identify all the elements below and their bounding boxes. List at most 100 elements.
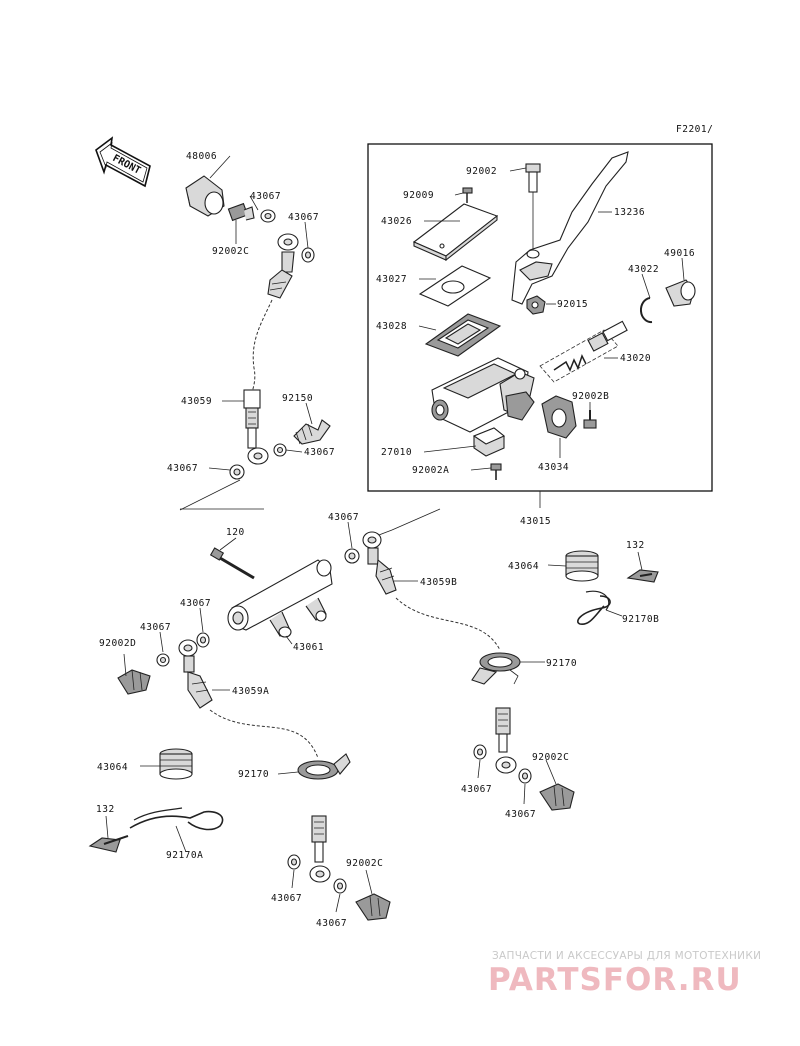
label-92002A: 92002A — [412, 465, 449, 476]
label-49016: 49016 — [664, 248, 695, 259]
part-49016-dust-boot — [665, 279, 696, 307]
part-92170B-clamp — [577, 590, 611, 625]
part-43067-washer-mid-b — [229, 464, 245, 480]
label-92170-a: 92170 — [546, 658, 577, 669]
part-43067-washer-left-b — [333, 878, 347, 894]
label-43067-g: 43067 — [140, 622, 171, 633]
part-48006-cover — [185, 175, 225, 217]
part-92002-bolt — [525, 163, 541, 250]
leaders-right — [477, 551, 643, 805]
part-43067-washer-center-a — [344, 548, 360, 564]
hose-43059-line — [251, 299, 273, 393]
part-left-hose-lower-fitting — [309, 815, 331, 883]
label-27010: 27010 — [381, 447, 412, 458]
part-43027-diaphragm-plate — [418, 265, 492, 307]
label-43059: 43059 — [181, 396, 212, 407]
hose-43059A-line — [209, 709, 319, 759]
label-132-a: 132 — [626, 540, 645, 551]
part-92009-screw — [462, 187, 473, 203]
label-92150: 92150 — [282, 393, 313, 404]
part-92002B-bolt — [583, 410, 597, 429]
label-43028: 43028 — [376, 321, 407, 332]
leaders-master-cylinder — [418, 167, 685, 508]
label-43067-k: 43067 — [316, 918, 347, 929]
label-43059A: 43059A — [232, 686, 269, 697]
hose-43059B-line — [395, 597, 501, 651]
part-92150-bolt — [293, 419, 331, 445]
label-92170-b: 92170 — [238, 769, 269, 780]
label-43067-h: 43067 — [461, 784, 492, 795]
label-43064-a: 43064 — [508, 561, 539, 572]
part-43059A-hose-fitting — [178, 639, 213, 709]
part-43067-washer-left-a — [287, 854, 301, 870]
label-43059B: 43059B — [420, 577, 457, 588]
part-92015-nut — [526, 295, 546, 315]
watermark-tagline: ЗАПЧАСТИ И АКСЕССУАРЫ ДЛЯ МОТОТЕХНИКИ — [492, 950, 762, 962]
part-43067-washer-center-b — [196, 632, 210, 648]
part-92170A-clamp — [129, 807, 224, 831]
label-132-b: 132 — [96, 804, 115, 815]
part-132-bolt-right — [626, 569, 659, 583]
label-43034: 43034 — [538, 462, 569, 473]
leaders-top-left — [179, 155, 313, 511]
part-120-bolt — [209, 547, 255, 580]
part-92002C-banjo-bolt-top — [227, 202, 255, 222]
label-43067-c: 43067 — [304, 447, 335, 458]
part-43020-piston-kit — [539, 320, 628, 383]
part-43067-washer-mid-a — [273, 443, 287, 457]
label-92015: 92015 — [557, 299, 588, 310]
label-92002B: 92002B — [572, 391, 609, 402]
label-43026: 43026 — [381, 216, 412, 227]
label-43020: 43020 — [620, 353, 651, 364]
part-92002A-screw — [490, 463, 502, 480]
part-43064-grommet-right — [565, 550, 599, 582]
part-92002C-banjo-bolt-left — [355, 893, 391, 921]
part-43067-washer-right-a — [473, 744, 487, 760]
part-43034-clamp — [541, 395, 577, 439]
label-43015: 43015 — [520, 516, 551, 527]
label-43067-b: 43067 — [288, 212, 319, 223]
label-48006: 48006 — [186, 151, 217, 162]
part-43059-hose-lower-fitting — [243, 389, 269, 465]
label-92009: 92009 — [403, 190, 434, 201]
part-13236-brake-lever — [511, 151, 629, 305]
label-43064-b: 43064 — [97, 762, 128, 773]
part-43059B-hose-fitting — [362, 531, 397, 595]
part-43026-reservoir-cap — [412, 203, 499, 262]
label-92002C-b: 92002C — [532, 752, 569, 763]
watermark-logo: PARTSFOR.RU — [488, 962, 742, 998]
part-right-hose-lower-fitting — [495, 707, 517, 774]
label-92002C-c: 92002C — [346, 858, 383, 869]
part-43067-washer-right-b — [518, 768, 532, 784]
leaders-left-lower — [105, 765, 373, 913]
label-43067-d: 43067 — [167, 463, 198, 474]
part-43064-grommet-left — [159, 748, 193, 780]
cut-line-right — [391, 508, 441, 531]
label-92002C-a: 92002C — [212, 246, 249, 257]
part-92002D-bolt — [117, 669, 151, 695]
front-arrow: FRONT — [95, 136, 151, 188]
part-43067-washer-center-c — [156, 653, 170, 667]
figure-code: F2201/ — [676, 124, 713, 135]
part-132-bolt-left — [88, 835, 129, 853]
part-92002C-banjo-bolt-right — [539, 783, 575, 811]
label-92170B: 92170B — [622, 614, 659, 625]
part-43015-master-cylinder-body — [431, 357, 535, 433]
label-13236: 13236 — [614, 207, 645, 218]
label-43027: 43027 — [376, 274, 407, 285]
label-92170A: 92170A — [166, 850, 203, 861]
part-43061-three-way-joint — [227, 559, 333, 638]
leaders-center — [123, 521, 418, 691]
part-43067-washer-top-a — [260, 209, 276, 223]
label-43061: 43061 — [293, 642, 324, 653]
label-43067-j: 43067 — [271, 893, 302, 904]
label-43067-a: 43067 — [250, 191, 281, 202]
part-92170-holder-right — [471, 652, 521, 685]
part-43059-hose-upper-fitting — [267, 233, 299, 299]
label-43067-f: 43067 — [180, 598, 211, 609]
part-92170-holder-left — [297, 753, 351, 780]
label-92002D: 92002D — [99, 638, 136, 649]
part-43028-diaphragm — [424, 313, 502, 357]
label-43067-i: 43067 — [505, 809, 536, 820]
